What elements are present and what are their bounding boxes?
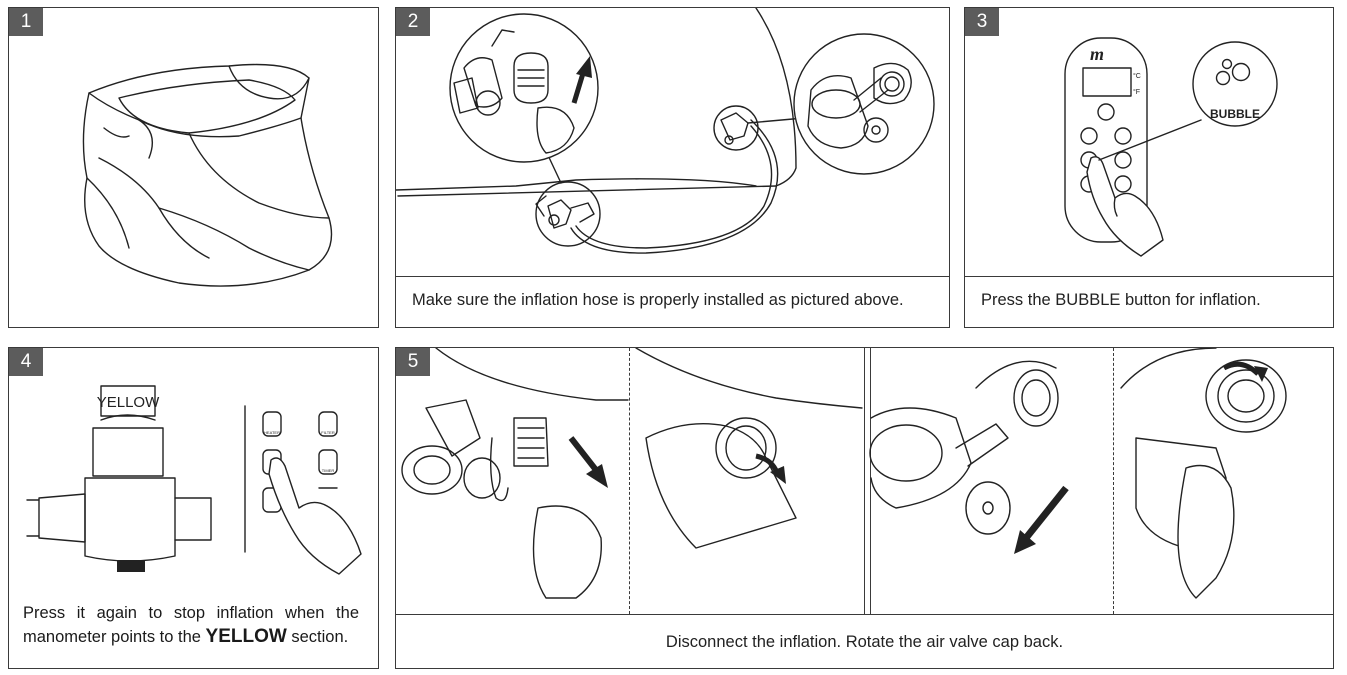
inflation-hose-illustration: [396, 8, 935, 254]
key-filter-label: FILTER: [321, 430, 335, 435]
step-5-panel: 5: [395, 347, 1334, 669]
step-4-caption-line-2: manometer points to the: [23, 628, 206, 646]
remote-logo: m: [1090, 44, 1104, 64]
step-4-caption: Press it again to stop inflation when th…: [23, 602, 359, 649]
fahrenheit-label: °F: [1133, 88, 1140, 96]
yellow-highlight: YELLOW: [205, 626, 287, 647]
step-number: 5: [396, 348, 430, 376]
manometer-label: YELLOW: [97, 394, 160, 411]
step-number: 4: [9, 348, 43, 376]
step-3-caption: Press the BUBBLE button for inflation.: [981, 291, 1261, 309]
step-number: 2: [396, 8, 430, 36]
key-heater-label: HEATER: [264, 430, 280, 435]
step-2-panel: 2: [395, 7, 950, 328]
disconnect-illustration: [401, 348, 1287, 599]
remote-control-illustration: m °C °F BUBBLE: [1064, 37, 1278, 257]
step-number: 3: [965, 8, 999, 36]
step-4-panel: 4 YELLOW HEATER FILTER TIMER Press it ag…: [8, 347, 379, 669]
step-1-panel: 1: [8, 7, 379, 328]
bubble-callout-label: BUBBLE: [1210, 107, 1260, 121]
step-2-caption: Make sure the inflation hose is properly…: [412, 291, 904, 309]
celsius-label: °C: [1133, 72, 1141, 80]
step-number: 1: [9, 8, 43, 36]
step-3-panel: 3 m °C °F BUBBLE Press the BUBBLE button…: [964, 7, 1334, 328]
manometer-illustration: YELLOW HEATER FILTER TIMER: [26, 385, 362, 575]
key-timer-label: TIMER: [322, 468, 335, 473]
folded-spa-illustration: [82, 63, 333, 287]
step-5-caption: Disconnect the inflation. Rotate the air…: [665, 633, 1064, 651]
step-4-caption-line-1: Press it again to stop inflation when th…: [23, 604, 359, 622]
step-4-caption-line-2-end: section.: [286, 628, 349, 646]
